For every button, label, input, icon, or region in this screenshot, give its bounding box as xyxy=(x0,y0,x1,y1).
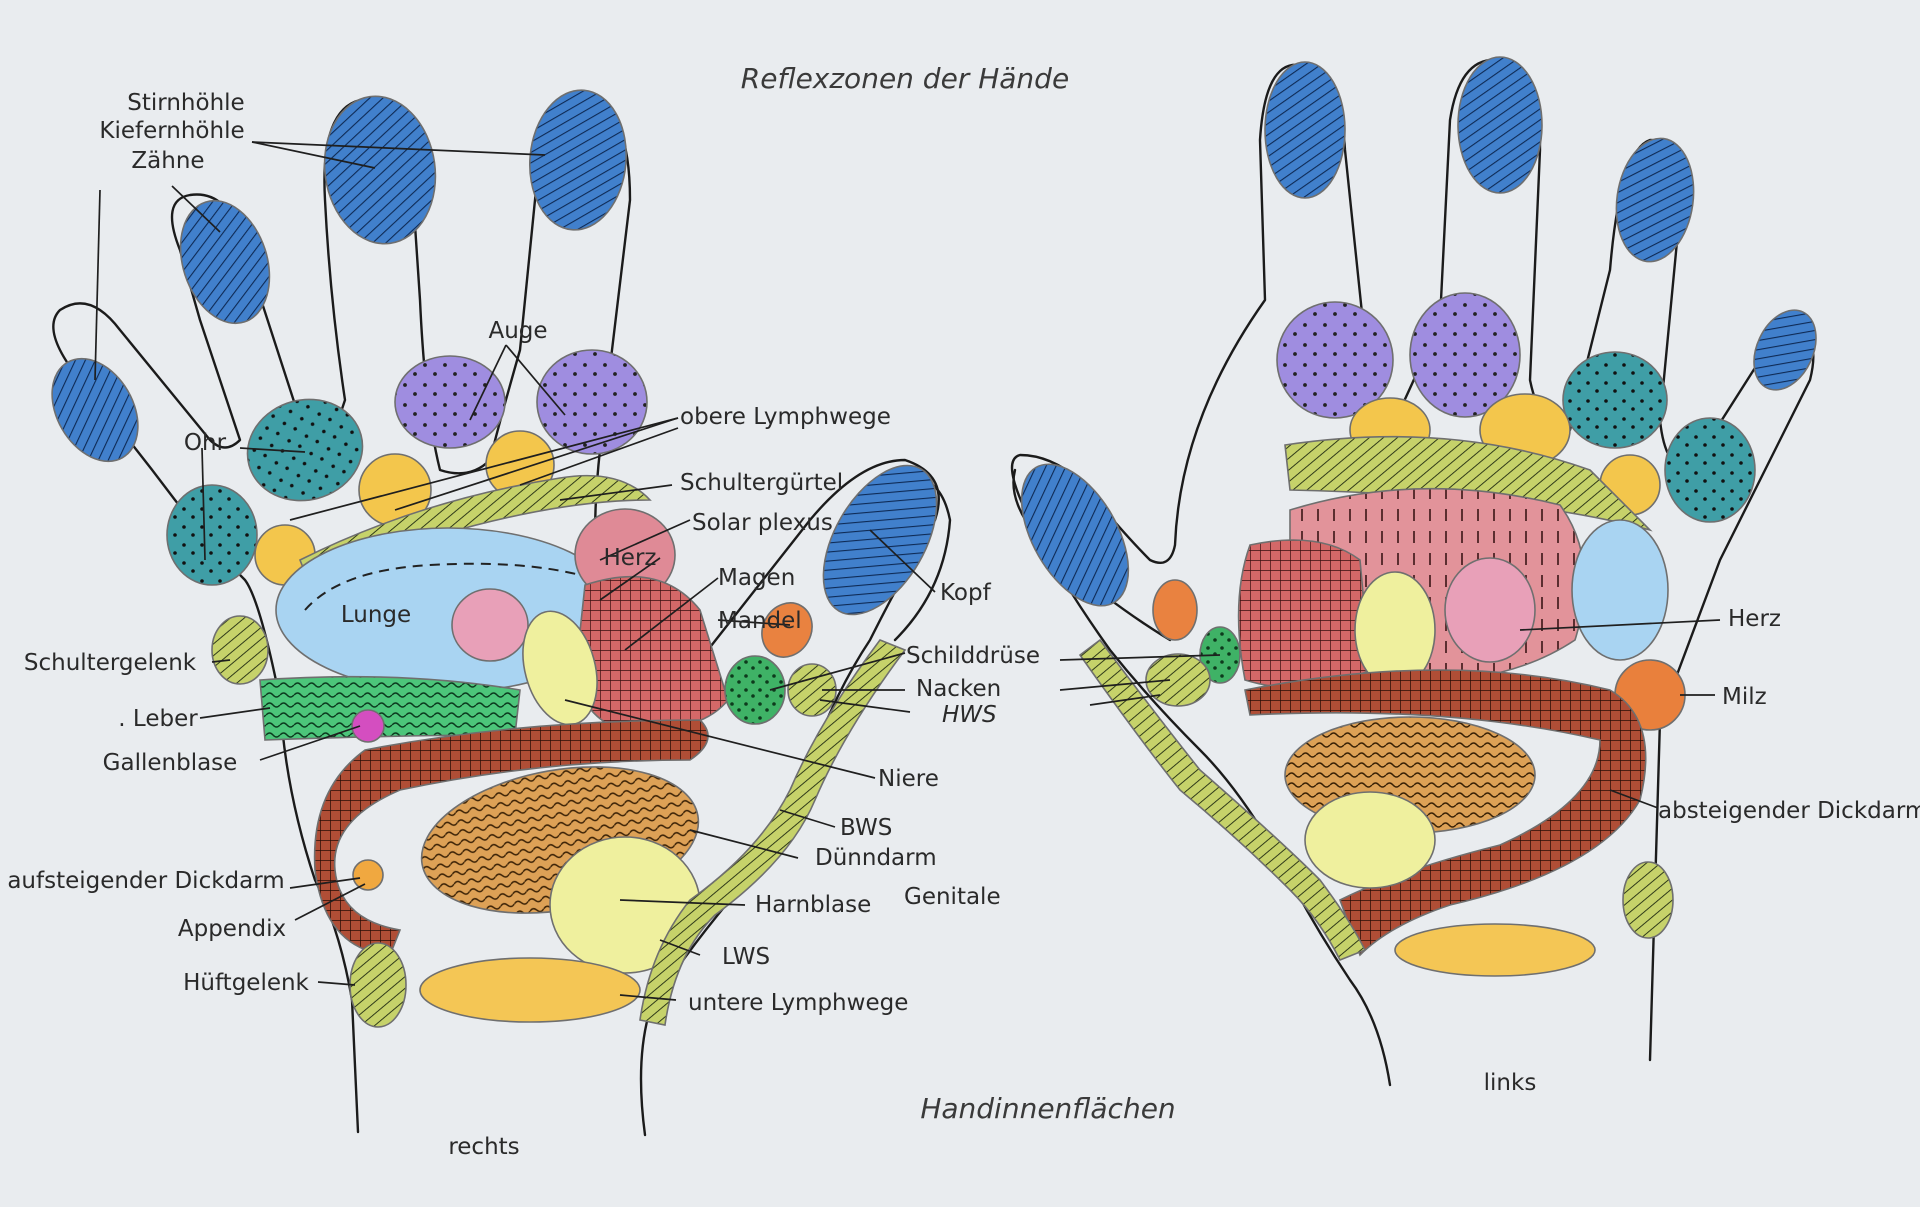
labels-left-hand: Herz Milz absteigender Dickdarm xyxy=(1658,606,1920,824)
label-absteigender-dickdarm: absteigender Dickdarm xyxy=(1658,798,1920,824)
label-duenndarm: Dünndarm xyxy=(815,845,937,871)
fingertip-middle-zone xyxy=(323,95,437,245)
hip-joint-zone xyxy=(349,942,407,1028)
fingertip-index-zone xyxy=(528,89,628,231)
fingertip-little-zone xyxy=(51,357,139,463)
label-magen: Magen xyxy=(718,565,795,591)
label-lunge: Lunge xyxy=(341,602,411,628)
label-stirnhoehle: Stirnhöhle xyxy=(127,90,244,116)
label-hws: HWS xyxy=(942,702,997,728)
label-lws: LWS xyxy=(722,944,770,970)
labels-right-hand: Stirnhöhle Kiefernhöhle Zähne Auge Ohr o… xyxy=(7,90,1040,1016)
label-schilddruese: Schilddrüse xyxy=(906,643,1040,669)
l-neck-zone xyxy=(1145,653,1211,707)
l-hip-joint-zone xyxy=(1622,861,1674,939)
l-bladder-zone xyxy=(1304,791,1436,889)
label-bws: BWS xyxy=(840,815,892,841)
spine-zone xyxy=(639,639,907,1026)
l-ear-zone-2 xyxy=(1664,417,1756,523)
eye-zone-2 xyxy=(536,349,648,455)
label-hueftgelenk: Hüftgelenk xyxy=(183,970,309,996)
label-kiefernhoehle: Kiefernhöhle xyxy=(99,118,244,144)
label-milz: Milz xyxy=(1722,684,1767,710)
ascending-colon-zone xyxy=(313,719,709,956)
shoulder-joint-zone xyxy=(211,615,269,685)
tonsil-zone xyxy=(761,602,813,658)
appendix-zone xyxy=(352,859,384,891)
label-kopf: Kopf xyxy=(940,580,992,606)
lower-lymph-zone xyxy=(419,957,641,1023)
label-appendix: Appendix xyxy=(178,916,286,942)
l-lung-zone xyxy=(1571,519,1669,661)
l-heart-zone xyxy=(1444,557,1536,663)
label-obere-lymphwege: obere Lymphwege xyxy=(680,404,891,430)
gall-bladder-zone xyxy=(351,709,385,743)
l-eye-zone-1 xyxy=(1276,301,1394,419)
label-untere-lymphwege: untere Lymphwege xyxy=(688,990,908,1016)
label-aufsteigender-dickdarm: aufsteigender Dickdarm xyxy=(7,868,284,894)
l-heart-grid-zone xyxy=(1237,539,1371,689)
leader-lines xyxy=(94,141,1721,1001)
label-herz-right: Herz xyxy=(604,545,657,571)
label-niere: Niere xyxy=(878,766,939,792)
diagram-title: Reflexzonen der Hände xyxy=(741,62,1069,95)
stomach-zone xyxy=(576,575,729,732)
l-eye-zone-2 xyxy=(1409,292,1521,418)
label-harnblase: Harnblase xyxy=(755,892,871,918)
label-nacken: Nacken xyxy=(916,676,1001,702)
fingertip-ring-zone xyxy=(179,199,271,325)
hand-label-right: rechts xyxy=(448,1134,519,1160)
label-ohr: Ohr xyxy=(184,430,227,456)
l-fingertip-ring-zone xyxy=(1457,56,1543,194)
label-genitale: Genitale xyxy=(904,884,1001,910)
l-ear-zone-1 xyxy=(1562,351,1668,449)
l-tonsil-zone xyxy=(1152,579,1198,641)
descending-colon-zone xyxy=(1244,669,1647,957)
label-auge: Auge xyxy=(488,318,547,344)
ear-zone-1 xyxy=(166,484,258,586)
thyroid-zone xyxy=(724,655,786,725)
solar-plexus-zone xyxy=(451,588,529,662)
right-hand xyxy=(51,89,952,1137)
l-fingertip-little-zone xyxy=(1264,61,1346,199)
l-lower-lymph-zone xyxy=(1394,923,1596,977)
label-herz-left: Herz xyxy=(1728,606,1781,632)
label-zaehne: Zähne xyxy=(131,148,204,174)
label-gallenblase: Gallenblase xyxy=(103,750,238,776)
hand-label-left: links xyxy=(1484,1070,1537,1096)
label-leber: . Leber xyxy=(118,706,198,732)
ear-zone-2 xyxy=(246,398,364,502)
left-hand xyxy=(1010,56,1817,1087)
label-mandel: Mandel xyxy=(718,608,802,634)
diagram-subtitle: Handinnenflächen xyxy=(920,1092,1175,1125)
eye-zone-1 xyxy=(394,355,506,449)
label-solar-plexus: Solar plexus xyxy=(692,510,833,536)
liver-zone xyxy=(259,675,521,741)
l-fingertip-index-zone xyxy=(1753,309,1817,391)
label-schulterguertel: Schultergürtel xyxy=(680,470,843,496)
l-spine-zone xyxy=(1078,638,1367,962)
l-thumb-head-zone xyxy=(1020,463,1130,607)
l-fingertip-middle-zone xyxy=(1615,137,1695,263)
label-schultergelenk: Schultergelenk xyxy=(24,650,197,676)
